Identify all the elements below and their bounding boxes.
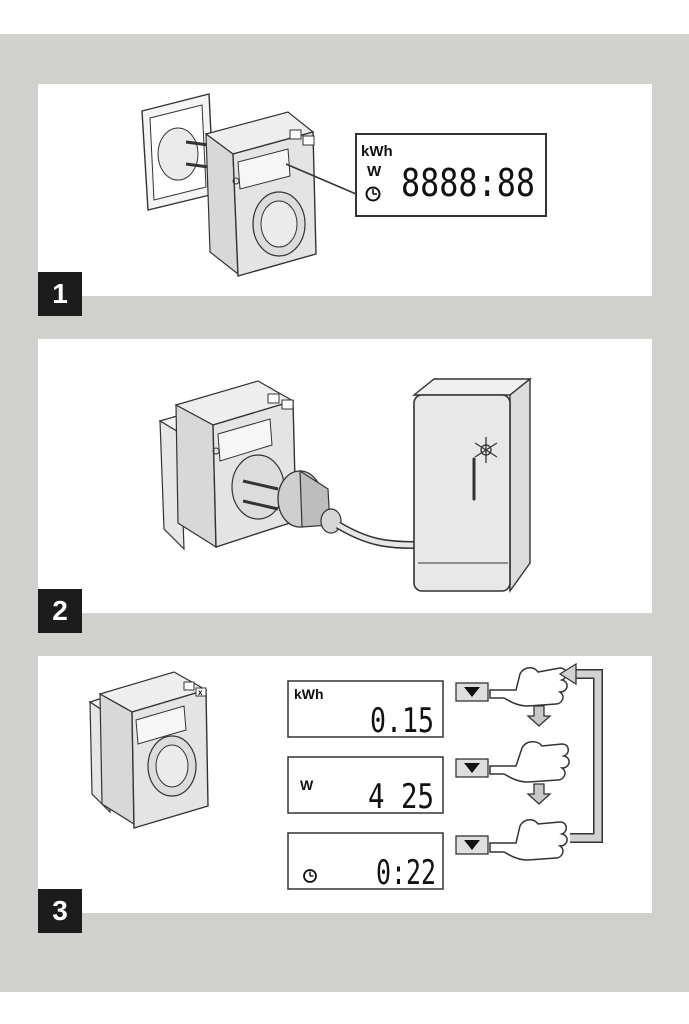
energy-meter-device (204, 111, 317, 277)
return-loop-arrow (558, 662, 603, 843)
step-3-illustration: x kWh 0.15 W 4 25 0:22 (88, 662, 603, 893)
step-2-panel: 2 (38, 339, 652, 633)
kwh-value: 0.15 (370, 701, 434, 741)
energy-meter-device: x (88, 671, 209, 829)
lcd-reading-time: 0:22 (287, 832, 444, 893)
down-button-1 (455, 682, 489, 702)
step-3-panel: x kWh 0.15 W 4 25 0:22 (38, 656, 652, 933)
arrow-down-icon (526, 705, 552, 805)
lcd-display-callout: kWh W 8888:88 (355, 133, 547, 217)
triangle-down-icon (464, 687, 480, 697)
clock-icon (303, 869, 317, 883)
w-label: W (367, 163, 382, 180)
triangle-down-icon (464, 763, 480, 773)
pointing-hand-icon (489, 667, 570, 861)
down-button-3 (455, 835, 489, 855)
step-1-panel: kWh W 8888:88 1 (38, 84, 652, 316)
refrigerator-icon (412, 377, 532, 594)
step-number-3: 3 (38, 889, 82, 933)
step-number-2: 2 (38, 589, 82, 633)
lcd-digits: 8888:88 (401, 161, 535, 205)
clock-icon (365, 186, 381, 202)
time-value: 0:22 (376, 853, 436, 893)
down-button-2 (455, 758, 489, 778)
wall-socket-icon (141, 93, 215, 211)
device-button-x: x (198, 688, 203, 697)
unit-w-label: W (300, 777, 314, 793)
triangle-down-icon (464, 840, 480, 850)
snowflake-icon (474, 437, 498, 463)
energy-meter-device (158, 380, 297, 551)
step-number-1: 1 (38, 272, 82, 316)
unit-kwh-label: kWh (294, 686, 324, 702)
step-1-illustration: kWh W 8888:88 (141, 93, 547, 277)
power-plug (242, 469, 342, 534)
lcd-reading-kwh: kWh 0.15 (287, 680, 444, 741)
kwh-label: kWh (361, 143, 393, 160)
lcd-reading-w: W 4 25 (287, 756, 444, 817)
w-value: 4 25 (368, 777, 434, 817)
step-2-illustration (158, 377, 532, 594)
